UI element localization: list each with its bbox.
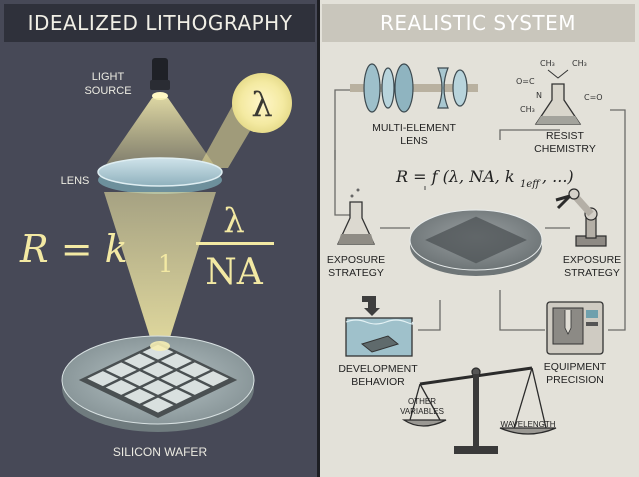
development-tank-icon (345, 296, 414, 357)
light-source-icon (150, 58, 170, 100)
exposure-strategy-left-icon (336, 188, 376, 245)
multi-lens-label-1: MULTI-ELEMENT (372, 122, 456, 134)
chem-ch3-2: CH₃ (572, 59, 587, 68)
multi-lens-label-2: LENS (400, 135, 427, 147)
equipment-label-1: EQUIPMENT (544, 361, 607, 373)
equipment-label-2: PRECISION (546, 374, 604, 386)
lambda-bubble (232, 73, 292, 133)
chem-n: N (536, 91, 542, 100)
center-wafer-icon (409, 209, 543, 276)
left-title: IDEALIZED LITHOGRAPHY (28, 11, 293, 35)
light-source-label-1: LIGHT (92, 71, 125, 83)
formula-numerator: λ (223, 201, 245, 241)
resist-chemistry-icon: CH₃ CH₃ O=C N CH₃ C=O (516, 59, 603, 125)
panel-divider (317, 0, 320, 477)
balance-scale-icon (401, 366, 557, 454)
exposure-left-label-2: STRATEGY (328, 267, 384, 279)
right-header (322, 4, 635, 42)
chem-oc: O=C (516, 77, 535, 86)
resist-label-2: CHEMISTRY (534, 143, 596, 155)
exposure-left-label-1: EXPOSURE (327, 254, 385, 266)
formula-sub: 1 (158, 250, 173, 278)
rformula-tail: , ...) (542, 167, 574, 186)
light-beam-bottom (104, 192, 216, 350)
wafer-label: SILICON WAFER (113, 445, 208, 459)
exposure-right-label-1: EXPOSURE (563, 254, 621, 266)
development-label-1: DEVELOPMENT (338, 363, 418, 375)
rformula-main: R = f (λ, NA, k (395, 167, 515, 186)
resist-label-1: RESIST (546, 130, 585, 142)
silicon-wafer-icon (61, 335, 255, 432)
chem-ch3-1: CH₃ (540, 59, 555, 68)
right-title: REALISTIC SYSTEM (380, 11, 576, 35)
robot-arm-icon (555, 188, 607, 247)
light-source-label-2: SOURCE (84, 85, 131, 97)
exposure-right-label-2: STRATEGY (564, 267, 620, 279)
lambda-symbol: λ (251, 85, 273, 125)
resolution-formula: R = k 1 λ NA (19, 201, 274, 293)
scale-left-label-2: VARIABLES (400, 407, 444, 416)
rformula-sub: 1eff (520, 179, 541, 190)
scale-left-label-1: OTHER (408, 397, 436, 406)
formula-denominator: NA (205, 252, 264, 293)
formula-lhs: R = k (19, 227, 128, 271)
left-header (4, 4, 315, 42)
lens-label: LENS (61, 175, 90, 187)
equipment-icon (546, 301, 604, 355)
development-label-2: BEHAVIOR (351, 376, 405, 388)
chem-co: C=O (584, 93, 603, 102)
chem-ch3-3: CH₃ (520, 105, 535, 114)
multi-element-lens-icon (350, 63, 478, 113)
realistic-formula: R = f (λ, NA, k 1eff , ...) (392, 164, 574, 190)
scale-right-label: WAVELENGTH (500, 420, 555, 429)
light-beam-top (105, 98, 215, 166)
lens-icon (97, 157, 223, 194)
